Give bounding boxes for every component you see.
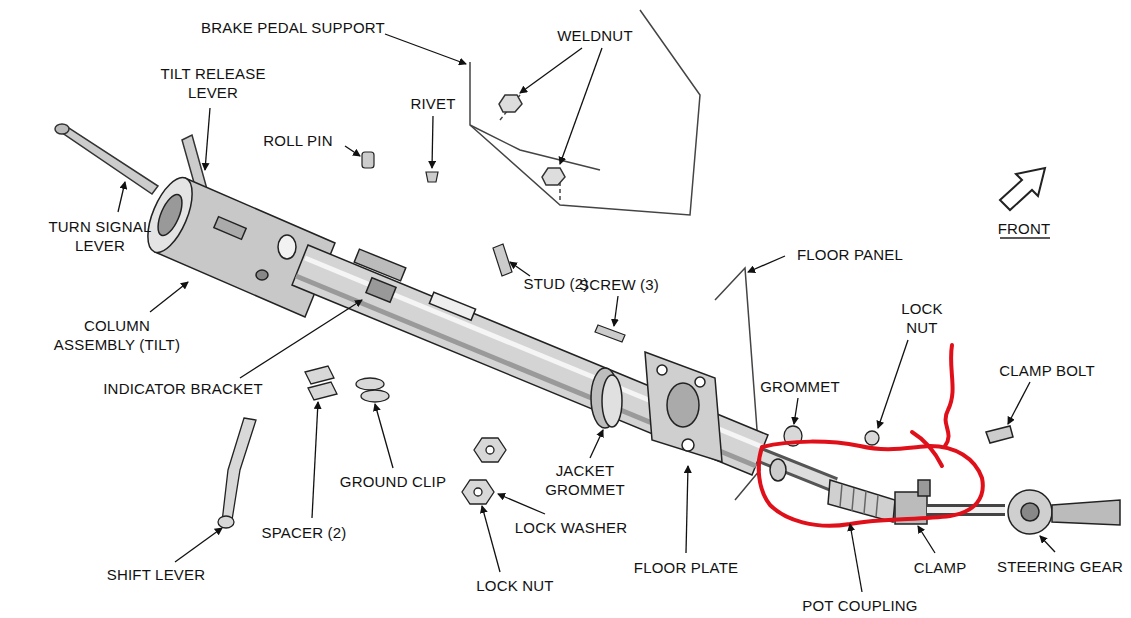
part-label: LOCK NUT <box>896 299 948 337</box>
part-label: GROMMET <box>760 377 840 396</box>
part-label: STUD (2) <box>524 274 589 293</box>
part-label: SPACER (2) <box>261 523 346 542</box>
part-label: SHIFT LEVER <box>107 565 206 584</box>
part-label: STEERING GEAR <box>997 557 1123 576</box>
part-label: JACKET GROMMET <box>540 461 630 499</box>
part-label: POT COUPLING <box>802 596 917 615</box>
part-label: SCREW (3) <box>579 275 659 294</box>
part-label: LOCK WASHER <box>515 518 628 537</box>
part-label: BRAKE PEDAL SUPPORT <box>201 18 385 37</box>
part-label: FLOOR PLATE <box>634 558 738 577</box>
part-label: ROLL PIN <box>263 131 332 150</box>
part-label: TURN SIGNAL LEVER <box>40 217 160 255</box>
part-label: LOCK NUT <box>476 576 553 595</box>
part-label: WELDNUT <box>557 26 633 45</box>
part-label: COLUMN ASSEMBLY (TILT) <box>42 316 192 354</box>
part-label: FLOOR PANEL <box>797 245 903 264</box>
part-label: CLAMP BOLT <box>999 361 1095 380</box>
part-label: GROUND CLIP <box>340 472 446 491</box>
part-label: TILT RELEASE LEVER <box>151 64 276 102</box>
part-label: RIVET <box>410 94 455 113</box>
part-label: FRONT <box>998 219 1051 238</box>
part-label: CLAMP <box>914 558 967 577</box>
part-label: INDICATOR BRACKET <box>103 379 263 398</box>
